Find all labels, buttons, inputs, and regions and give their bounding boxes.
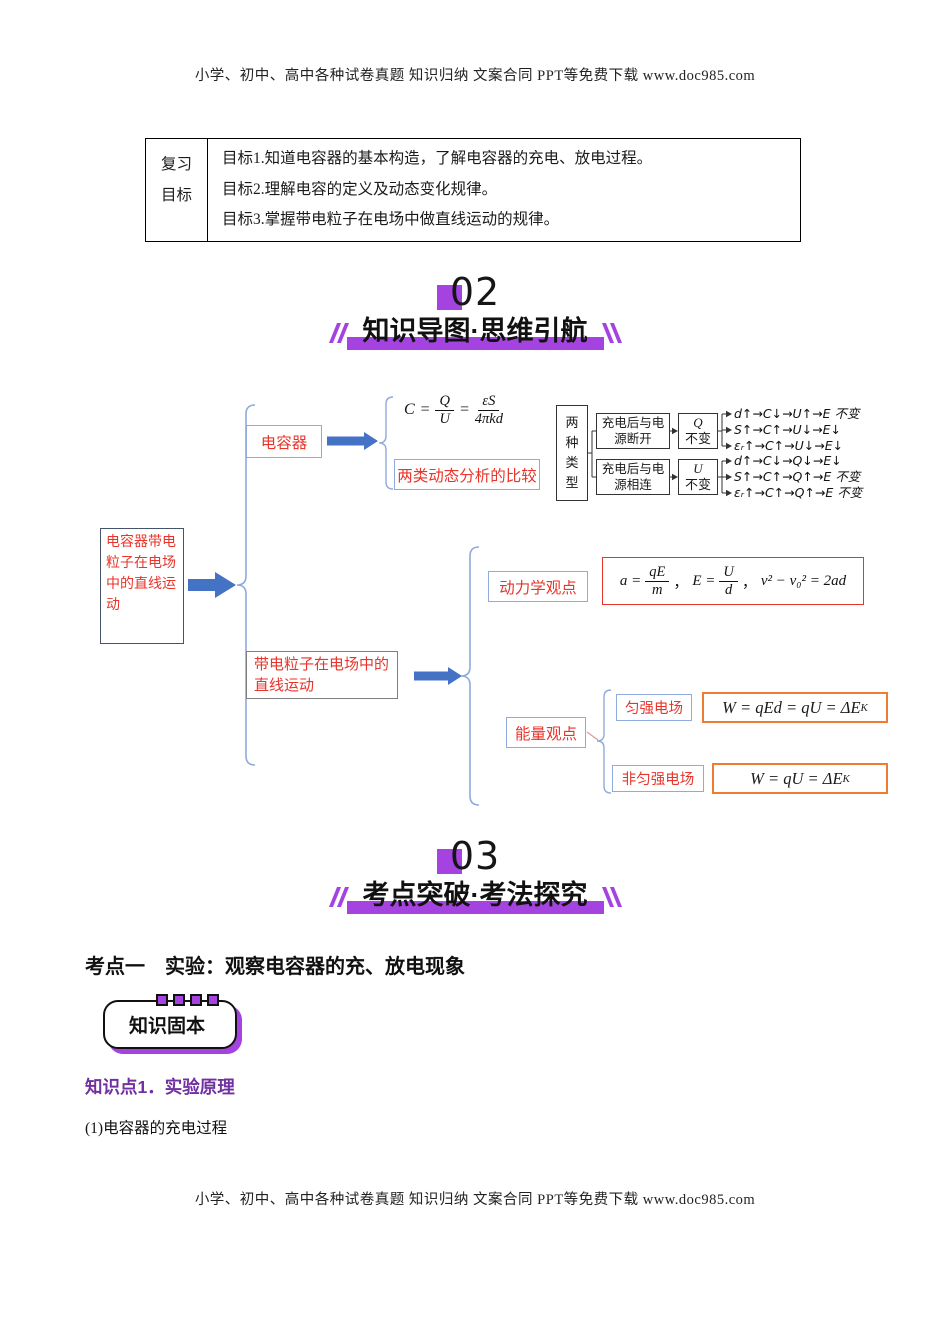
relation-line: S↑→C↑→U↓→E↓	[734, 422, 842, 437]
small-arrow-icon	[726, 442, 732, 450]
double-slash-icon	[328, 323, 349, 343]
knowledge-point-title: 知识点1．实验原理	[85, 1077, 235, 1097]
small-arrow-icon	[672, 473, 678, 481]
mindmap-root-node: 电容器带电粒子在电场中的直线运动	[100, 528, 184, 644]
exam-point-heading: 考点一 实验：观察电容器的充、放电现象	[85, 956, 465, 978]
nonuniform-field-node: 非匀强电场	[612, 765, 704, 792]
double-slash-icon	[601, 887, 622, 907]
review-goals-table: 复习目标 目标1.知道电容器的基本构造，了解电容器的充电、放电过程。 目标2.理…	[145, 138, 801, 242]
goals-table-left-cell: 复习目标	[146, 139, 208, 241]
knowledge-base-badge: 知识固本	[103, 994, 238, 1049]
section-03-title: 考点突破·考法探究	[346, 879, 604, 914]
purple-square-icon	[436, 849, 462, 874]
curly-brace-icon	[236, 404, 256, 766]
energy-view-node: 能量观点	[506, 717, 586, 748]
small-arrow-icon	[726, 473, 732, 481]
purple-underline-bar	[346, 337, 604, 350]
purple-underline-bar	[346, 901, 604, 914]
small-arrow-icon	[726, 457, 732, 465]
page-header-text: 小学、初中、高中各种试卷真题 知识归纳 文案合同 PPT等免费下载 www.do…	[194, 68, 756, 84]
badge-label: 知识固本	[129, 1016, 206, 1037]
dynamics-view-node: 动力学观点	[488, 571, 588, 602]
purple-square-icon	[436, 285, 462, 310]
arrow-right-icon	[188, 572, 236, 598]
relation-line: d↑→C↓→Q↓→E↓	[734, 453, 842, 468]
double-slash-icon	[601, 323, 622, 343]
dynamic-analysis-node: 两类动态分析的比较	[394, 459, 540, 490]
charged-particle-node: 带电粒子在电场中的直线运动	[246, 651, 398, 699]
goals-table-right-cell: 目标1.知道电容器的基本构造，了解电容器的充电、放电过程。 目标2.理解电容的定…	[208, 139, 800, 241]
small-arrow-icon	[672, 427, 678, 435]
curly-brace-icon	[460, 546, 480, 806]
arrow-right-icon	[414, 667, 462, 685]
relation-line: εᵣ↑→C↑→U↓→E↓	[734, 438, 844, 453]
q-constant-node: Q 不变	[678, 413, 718, 449]
relation-line: d↑→C↓→U↑→E 不变	[734, 406, 860, 421]
u-constant-node: U 不变	[678, 459, 718, 495]
goal-row-2: 目标2.理解电容的定义及动态变化规律。	[222, 180, 498, 198]
goal-row-1: 目标1.知道电容器的基本构造，了解电容器的充电、放电过程。	[222, 150, 653, 167]
section-02-number: 02	[436, 272, 500, 312]
curly-brace-icon	[378, 396, 394, 490]
goal-row-3: 目标3.掌握带电粒子在电场中做直线运动的规律。	[222, 211, 560, 228]
section-02-heading: 02 知识导图·思维引航	[0, 272, 950, 350]
section-02-title: 知识导图·思维引航	[346, 315, 604, 350]
disconnected-condition-node: 充电后与电源断开	[596, 413, 670, 449]
double-slash-icon	[328, 887, 349, 907]
section-03-number: 03	[436, 836, 500, 876]
relation-line: S↑→C↑→Q↑→E 不变	[734, 469, 861, 484]
page-footer-text: 小学、初中、高中各种试卷真题 知识归纳 文案合同 PPT等免费下载 www.do…	[194, 1192, 756, 1208]
badge-squares-icon	[156, 994, 220, 1006]
small-arrow-icon	[726, 410, 732, 418]
small-arrow-icon	[726, 489, 732, 497]
relation-line: εᵣ↑→C↑→Q↑→E 不变	[734, 485, 863, 500]
two-types-node: 两种类型	[556, 405, 588, 501]
mindmap-connectors	[188, 396, 732, 806]
curly-brace-icon	[596, 689, 612, 794]
elbow-connector	[588, 430, 596, 478]
paragraph-charging-process: (1)电容器的充电过程	[85, 1120, 228, 1137]
capacitor-node: 电容器	[246, 425, 322, 458]
uniform-field-node: 匀强电场	[616, 694, 692, 721]
connected-condition-node: 充电后与电源相连	[596, 459, 670, 495]
goals-left-label: 复习目标	[160, 156, 192, 204]
arrow-right-icon	[327, 432, 378, 450]
small-arrow-icon	[726, 426, 732, 434]
section-03-heading: 03 考点突破·考法探究	[0, 836, 950, 914]
